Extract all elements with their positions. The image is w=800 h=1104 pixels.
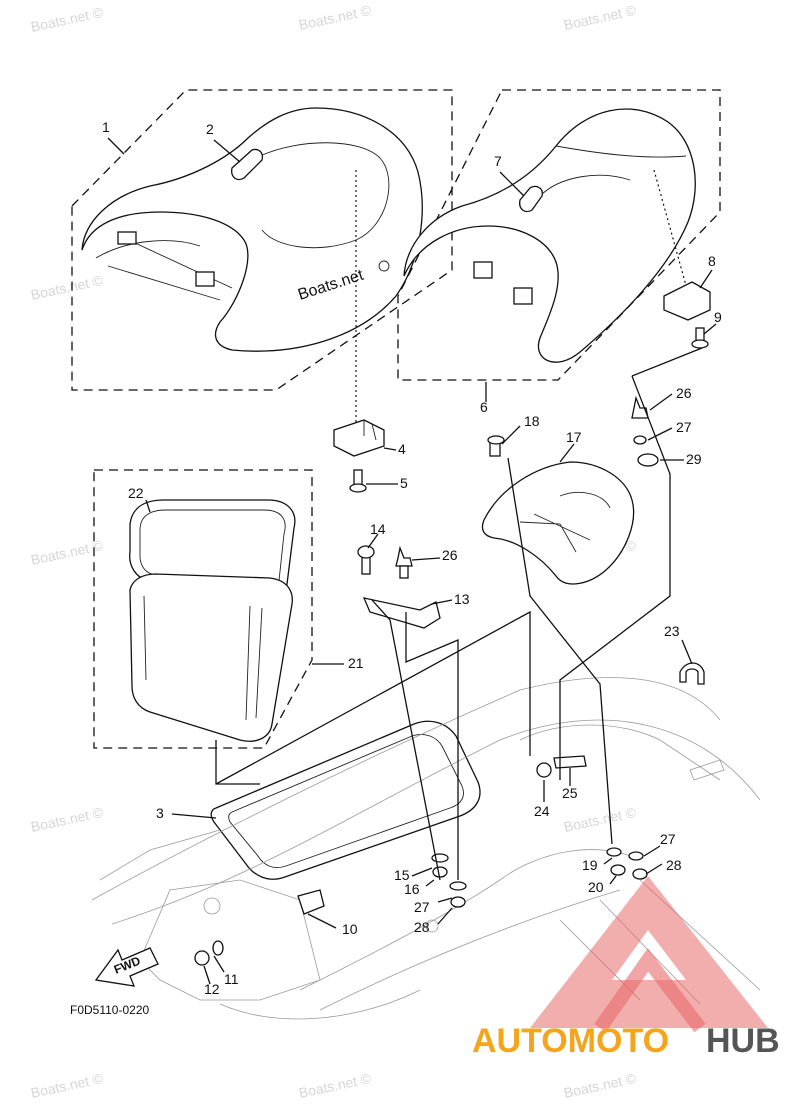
callout-3: 3 <box>156 805 164 821</box>
callout-28-right: 28 <box>666 857 682 873</box>
watermark: Boats.net © <box>29 804 105 835</box>
watermark: Boats.net © <box>297 1070 373 1101</box>
bracket-8-group <box>663 281 711 349</box>
diagram-code: F0D5110-0220 <box>70 1003 149 1017</box>
callouts: 1 2 7 8 9 6 26 18 17 27 4 29 5 22 14 26 … <box>102 119 722 997</box>
callout-21: 21 <box>348 655 364 671</box>
front-grab-handle <box>231 148 264 181</box>
callout-18: 18 <box>524 413 540 429</box>
front-seat <box>81 107 423 352</box>
callout-7: 7 <box>494 153 502 169</box>
rear-seat <box>403 108 696 363</box>
callout-19: 19 <box>582 857 598 873</box>
callout-6: 6 <box>480 399 488 415</box>
rear-seat-group <box>397 89 721 381</box>
callout-26-top: 26 <box>676 385 692 401</box>
seat-support-17 <box>481 435 635 585</box>
callout-9: 9 <box>714 309 722 325</box>
watermark: Boats.net © <box>297 2 373 33</box>
brand-logo: AUTOMOTO HUB <box>472 876 780 1060</box>
callout-28-low: 28 <box>414 919 430 935</box>
front-seat-group: Boats.net <box>71 89 453 391</box>
rear-grab-handle <box>519 185 543 213</box>
callout-27-low: 27 <box>414 899 430 915</box>
watermark: Boats.net © <box>562 2 638 33</box>
callout-25: 25 <box>562 785 578 801</box>
callout-4: 4 <box>398 441 406 457</box>
callout-29: 29 <box>686 451 702 467</box>
callout-20: 20 <box>588 879 604 895</box>
callout-16: 16 <box>404 881 420 897</box>
watermark: Boats.net © <box>562 804 638 835</box>
fwd-arrow: FWD <box>94 947 159 987</box>
watermark: Boats.net © <box>562 1070 638 1101</box>
callout-17: 17 <box>566 429 582 445</box>
callout-13: 13 <box>454 591 470 607</box>
brand-name-part2: HUB <box>706 1022 780 1060</box>
watermark: Boats.net © <box>29 4 105 35</box>
callout-8: 8 <box>708 253 716 269</box>
callout-24: 24 <box>534 803 550 819</box>
leader-lines <box>107 137 717 985</box>
callout-2: 2 <box>206 121 214 137</box>
callout-23: 23 <box>664 623 680 639</box>
storage-bin-group <box>93 469 313 785</box>
callout-5: 5 <box>400 475 408 491</box>
callout-27-right: 27 <box>660 831 676 847</box>
callout-11: 11 <box>224 971 239 987</box>
callout-14: 14 <box>370 521 386 537</box>
brand-name-part1: AUTOMOTO <box>472 1022 669 1060</box>
bracket-4-group <box>333 419 385 493</box>
small-parts <box>194 395 705 966</box>
callout-10: 10 <box>342 921 358 937</box>
callout-1: 1 <box>102 119 110 135</box>
callout-12: 12 <box>204 981 220 997</box>
callout-26-mid: 26 <box>442 547 458 563</box>
watermark: Boats.net © <box>29 272 105 303</box>
watermark: Boats.net © <box>29 1070 105 1101</box>
callout-27-top: 27 <box>676 419 692 435</box>
storage-bin <box>129 573 293 742</box>
callout-15: 15 <box>394 867 410 883</box>
logo-triangle-icon <box>530 876 768 1028</box>
callout-22: 22 <box>128 485 144 501</box>
